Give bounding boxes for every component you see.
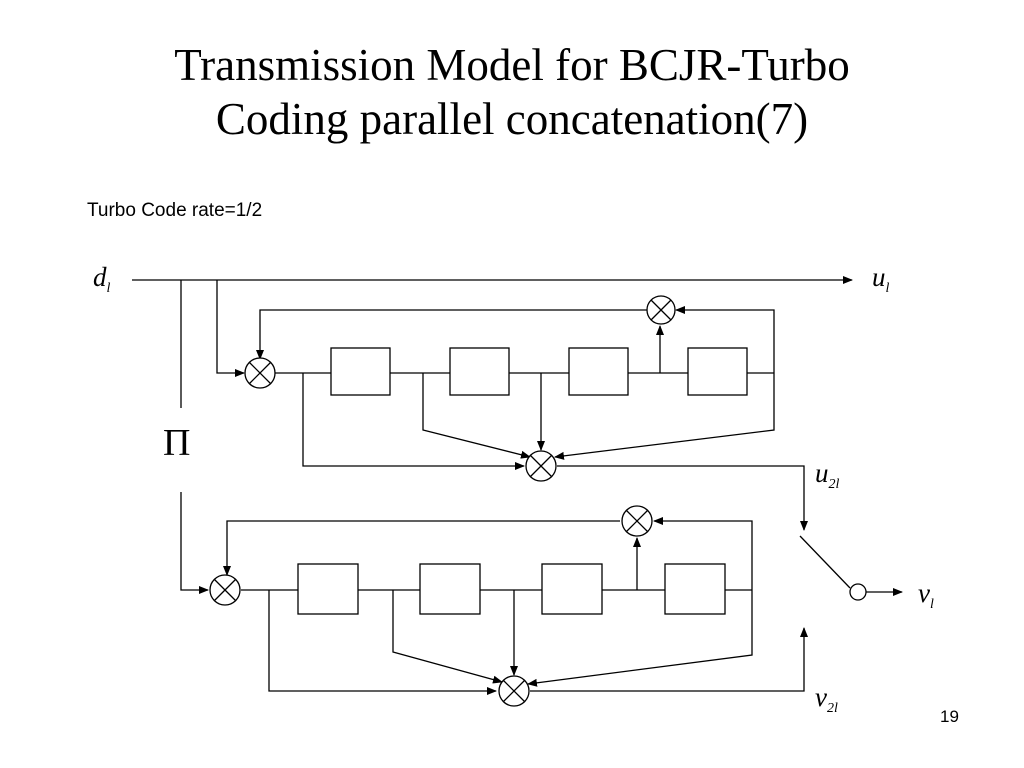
upper-tap-direct bbox=[302, 373, 525, 470]
lower-parity-output-line bbox=[530, 627, 808, 692]
upper-feedback-line bbox=[256, 309, 647, 360]
code-rate-label: Turbo Code rate=1/2 bbox=[87, 200, 263, 221]
upper-feedback-return bbox=[675, 306, 775, 373]
page-number: 19 bbox=[940, 707, 959, 726]
upper-encoder-input-line bbox=[216, 280, 245, 377]
upper-delay-register-2 bbox=[449, 347, 510, 396]
slide-title: Transmission Model for BCJR-Turbo Coding… bbox=[0, 38, 1024, 146]
lower-tap-1 bbox=[392, 590, 503, 684]
lower-tap-direct bbox=[268, 590, 497, 695]
output-label-v: vl bbox=[918, 578, 934, 612]
upper-feedback-xor-icon bbox=[646, 295, 676, 325]
output-label-v2: v2l bbox=[815, 682, 838, 716]
lower-feedback-return bbox=[653, 517, 753, 590]
upper-input-xor-icon bbox=[244, 357, 276, 389]
upper-delay-register-1 bbox=[330, 347, 391, 396]
lower-delay-register-2 bbox=[419, 563, 481, 615]
upper-tap-3 bbox=[554, 373, 775, 460]
upper-delay-register-4 bbox=[687, 347, 748, 396]
lower-output-xor-icon bbox=[498, 675, 530, 707]
lower-input-xor-icon bbox=[209, 574, 241, 606]
output-label-u: ul bbox=[872, 262, 890, 296]
lower-delay-register-1 bbox=[297, 563, 359, 615]
lower-feedback-xor-icon bbox=[621, 505, 653, 537]
title-line-1: Transmission Model for BCJR-Turbo bbox=[174, 40, 850, 90]
output-label-u2: u2l bbox=[815, 458, 840, 492]
switch-arm bbox=[799, 535, 851, 589]
interleaver-line-bottom bbox=[180, 492, 209, 594]
upper-parity-output-line bbox=[557, 465, 808, 531]
interleaver-symbol: Π bbox=[163, 422, 191, 464]
input-label-d: dl bbox=[93, 262, 111, 296]
lower-feedback-line bbox=[223, 520, 620, 576]
lower-tap-3 bbox=[527, 590, 753, 687]
lower-delay-register-4 bbox=[664, 563, 726, 615]
upper-output-xor-icon bbox=[525, 450, 557, 482]
upper-delay-register-3 bbox=[568, 347, 629, 396]
upper-tap-1 bbox=[422, 373, 531, 459]
lower-delay-register-3 bbox=[541, 563, 603, 615]
switch-pivot-icon bbox=[849, 583, 867, 601]
title-line-2: Coding parallel concatenation(7) bbox=[215, 94, 809, 144]
